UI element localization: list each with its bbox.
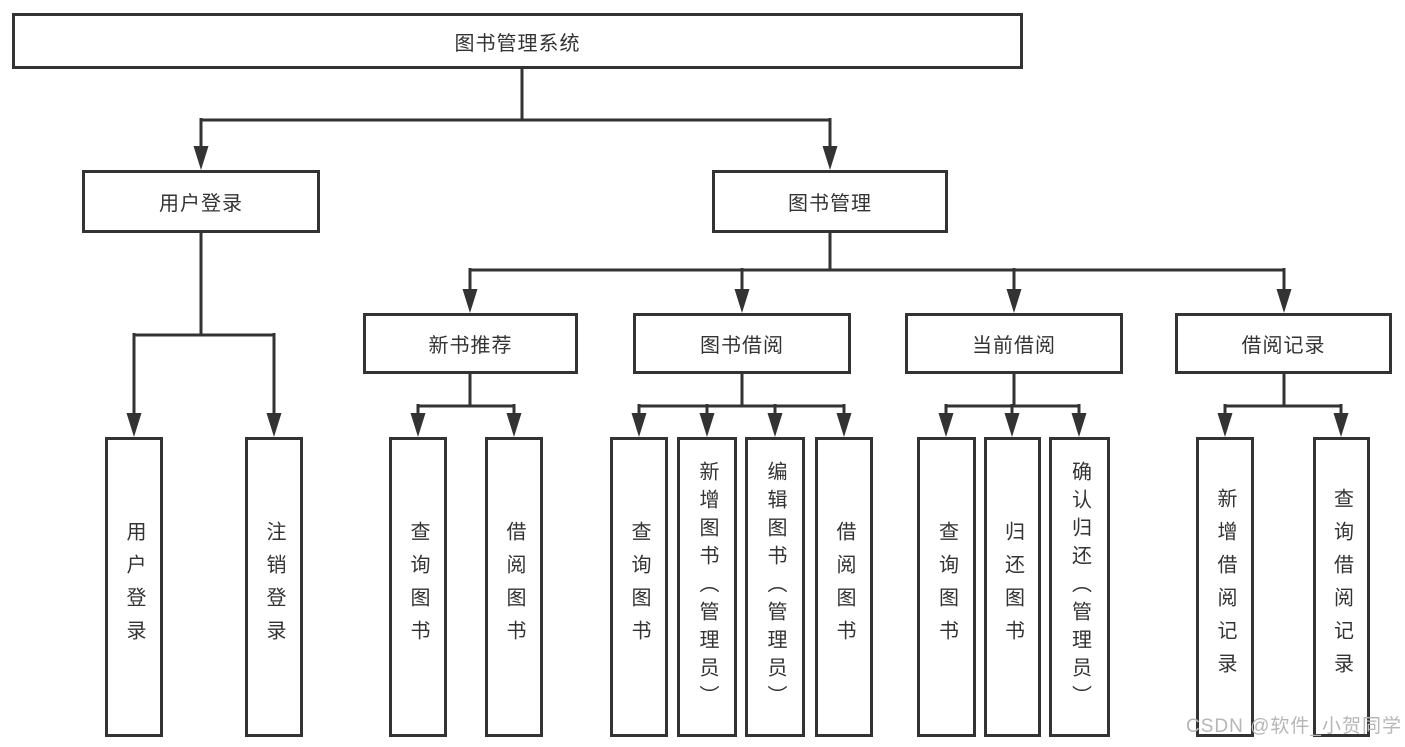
leaf-cb-confirm-return-admin-label: 确认归还（管理员） bbox=[1068, 461, 1091, 713]
group-borrow-records-label: 借阅记录 bbox=[1241, 335, 1326, 357]
group-new-book-recommend-label: 新书推荐 bbox=[428, 335, 513, 357]
leaf-bb-search-book-label: 查询图书 bbox=[628, 521, 650, 653]
leaf-br-add-record-label: 新增借阅记录 bbox=[1214, 488, 1236, 686]
leaf-br-search-record-label: 查询借阅记录 bbox=[1330, 488, 1353, 686]
group-new-book-recommend: 新书推荐 bbox=[363, 313, 578, 374]
branch-book-management: 图书管理 bbox=[712, 170, 948, 233]
leaf-br-search-record: 查询借阅记录 bbox=[1313, 437, 1370, 737]
leaf-nbr-search-book: 查询图书 bbox=[389, 437, 447, 737]
leaf-logout: 注销登录 bbox=[245, 437, 303, 737]
leaf-user-login: 用户登录 bbox=[105, 437, 163, 737]
branch-user-login: 用户登录 bbox=[82, 170, 320, 233]
csdn-watermark: CSDN @软件_小贺同学 bbox=[1186, 716, 1402, 737]
group-current-borrow: 当前借阅 bbox=[905, 313, 1123, 374]
node-root: 图书管理系统 bbox=[12, 13, 1023, 69]
arrowheads bbox=[126, 146, 1349, 437]
leaf-bb-add-book-admin-label: 新增图书（管理员） bbox=[696, 461, 718, 713]
leaf-nbr-borrow-book: 借阅图书 bbox=[485, 437, 543, 737]
leaf-bb-edit-book-admin: 编辑图书（管理员） bbox=[745, 437, 805, 737]
branch-user-login-label: 用户登录 bbox=[159, 193, 243, 215]
group-borrow-records: 借阅记录 bbox=[1175, 313, 1392, 374]
group-book-borrow: 图书借阅 bbox=[633, 313, 851, 374]
leaf-cb-search-book: 查询图书 bbox=[917, 437, 976, 737]
leaf-nbr-borrow-book-label: 借阅图书 bbox=[503, 521, 525, 653]
leaf-cb-return-book-label: 归还图书 bbox=[1001, 521, 1024, 653]
leaf-cb-search-book-label: 查询图书 bbox=[935, 521, 958, 653]
leaf-br-add-record: 新增借阅记录 bbox=[1196, 437, 1254, 737]
leaf-bb-search-book: 查询图书 bbox=[610, 437, 668, 737]
leaf-user-login-label: 用户登录 bbox=[123, 521, 145, 653]
leaf-bb-add-book-admin: 新增图书（管理员） bbox=[677, 437, 737, 737]
leaf-bb-edit-book-admin-label: 编辑图书（管理员） bbox=[764, 461, 786, 713]
leaf-nbr-search-book-label: 查询图书 bbox=[407, 521, 429, 653]
leaf-bb-borrow-book: 借阅图书 bbox=[815, 437, 873, 737]
leaf-logout-label: 注销登录 bbox=[263, 521, 285, 653]
leaf-bb-borrow-book-label: 借阅图书 bbox=[833, 521, 855, 653]
leaf-cb-return-book: 归还图书 bbox=[984, 437, 1041, 737]
group-book-borrow-label: 图书借阅 bbox=[700, 335, 784, 357]
branch-book-management-label: 图书管理 bbox=[788, 193, 872, 215]
leaf-cb-confirm-return-admin: 确认归还（管理员） bbox=[1049, 437, 1110, 737]
group-current-borrow-label: 当前借阅 bbox=[972, 335, 1056, 357]
node-root-label: 图书管理系统 bbox=[454, 32, 581, 55]
